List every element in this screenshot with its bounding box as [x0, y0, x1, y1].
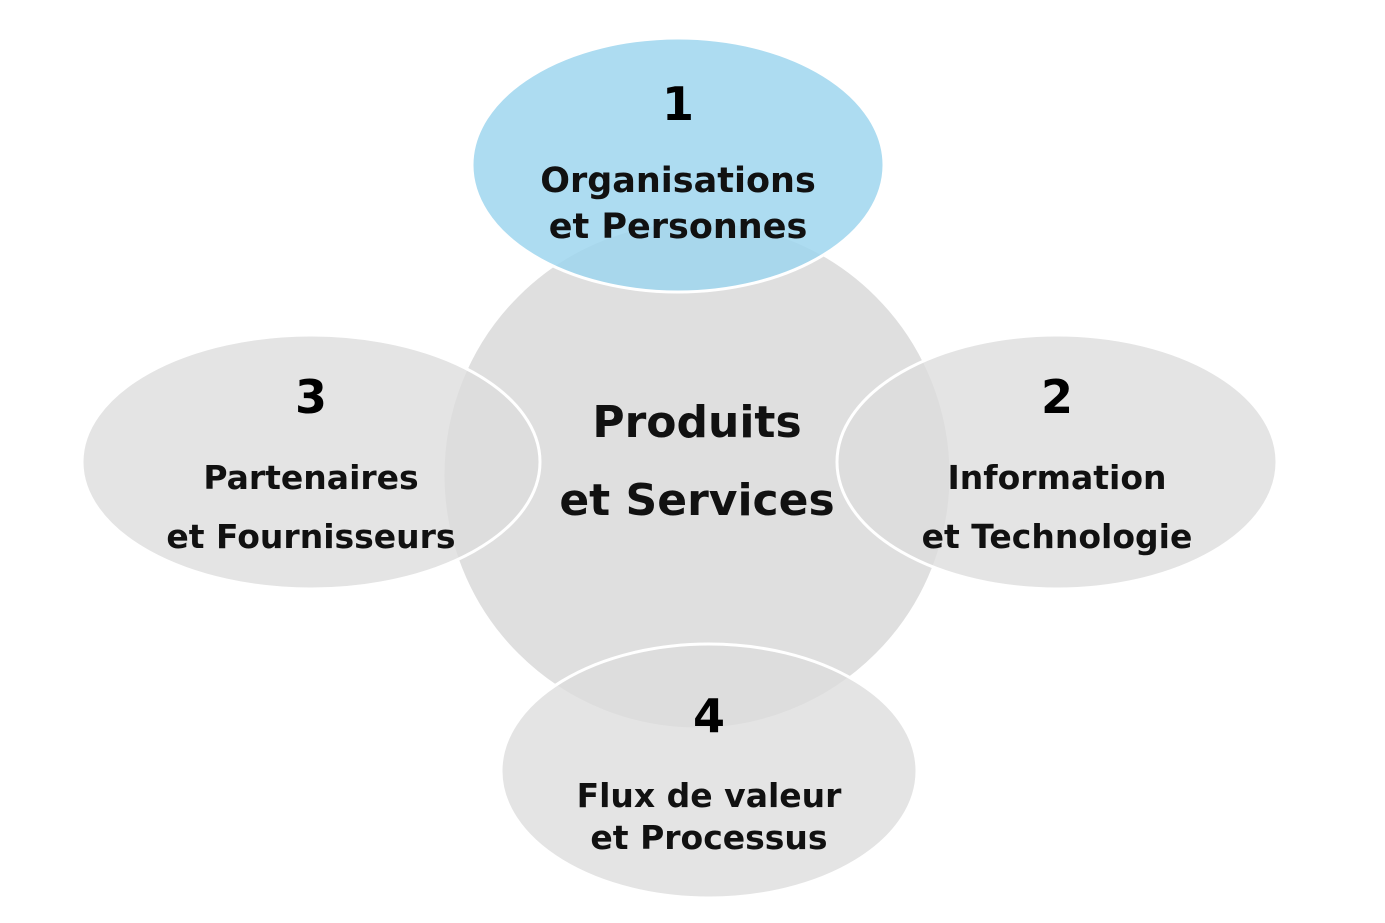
dimension-1-number: 1 — [662, 77, 694, 131]
ellipse-dimension-3 — [80, 333, 542, 591]
dimension-1-label-line2: et Personnes — [549, 207, 808, 247]
dimension-4-number: 4 — [693, 689, 725, 743]
dimension-1-label-line1: Organisations — [540, 161, 816, 201]
ellipse-dimension-4 — [499, 642, 919, 900]
dimension-2-label-line1: Information — [948, 458, 1167, 497]
dimension-4-label-line1: Flux de valeur — [577, 776, 843, 815]
dimension-3-label-line1: Partenaires — [203, 458, 418, 497]
ellipse-dimension-1 — [470, 36, 886, 294]
ellipse-dimension-2 — [835, 333, 1279, 591]
center-label-line2: et Services — [559, 475, 834, 526]
dimension-3-number: 3 — [295, 370, 327, 424]
dimension-2-label-line2: et Technologie — [922, 517, 1193, 556]
dimension-2-number: 2 — [1041, 370, 1073, 424]
dimension-3-label-line2: et Fournisseurs — [166, 517, 455, 556]
dimension-4-label-line2: et Processus — [590, 818, 827, 857]
center-label-line1: Produits — [592, 397, 801, 448]
